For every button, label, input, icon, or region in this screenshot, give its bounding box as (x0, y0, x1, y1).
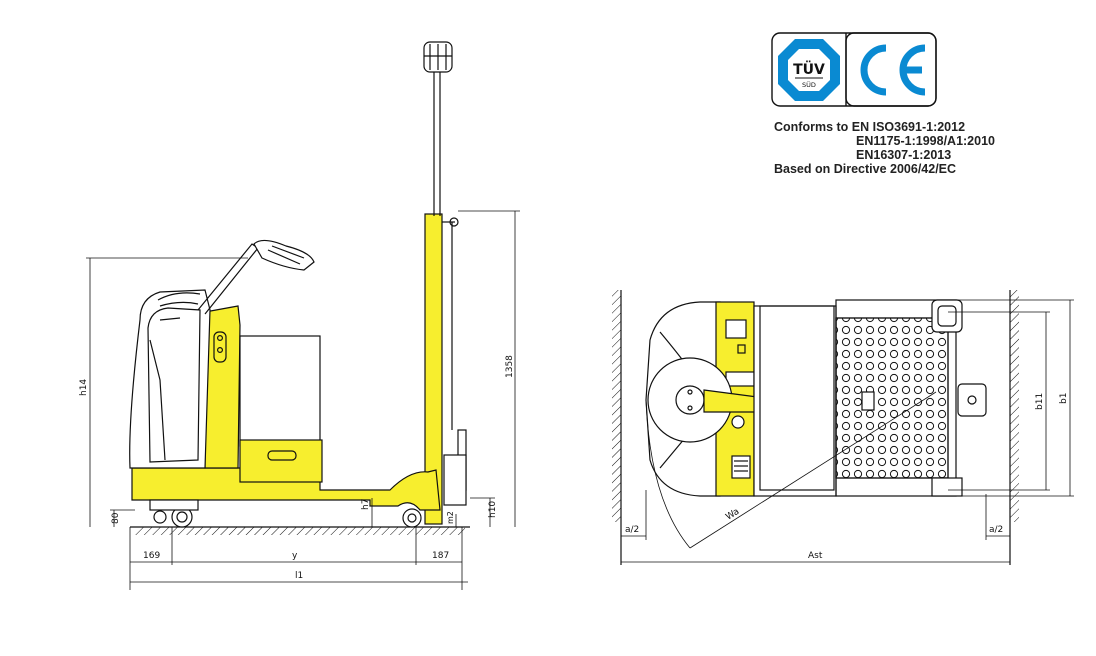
dim-h10: h10 (488, 501, 498, 518)
battery-box (239, 335, 321, 447)
ce-mark (860, 44, 887, 96)
conformity-line-2: EN1175-1:1998/A1:2010 (856, 134, 995, 148)
front-wheel (402, 508, 422, 528)
battery-top (753, 305, 837, 497)
dim-y: y (292, 551, 298, 561)
dim-h14: h14 (79, 379, 89, 396)
dim-ast: Ast (808, 551, 823, 561)
right-wall-hatch (1010, 290, 1019, 522)
dim-169: 169 (143, 551, 160, 561)
dim-a2-left: a/2 (625, 525, 639, 535)
conformity-line-1: Conforms to EN ISO3691-1:2012 (774, 120, 966, 134)
dim-b1: b1 (1059, 393, 1069, 404)
dim-a2-right: a/2 (989, 525, 1003, 535)
dim-b11: b11 (1035, 393, 1045, 410)
conformity-line-3: EN16307-1:2013 (856, 148, 952, 162)
left-wall-hatch (612, 290, 621, 522)
side-view (86, 41, 520, 590)
tiller-head (253, 239, 315, 271)
ground-hatch (135, 527, 465, 535)
battery-cover (239, 439, 323, 483)
tuv-text: TÜV (793, 60, 825, 78)
dim-l1: l1 (295, 571, 303, 581)
certification-badge: TÜV SÜD (771, 32, 937, 107)
chassis (131, 467, 441, 511)
dim-h7: h7 (361, 499, 371, 510)
platform-plate (835, 317, 949, 479)
sud-text: SÜD (802, 80, 816, 89)
conformity-line-4: Based on Directive 2006/42/EC (774, 162, 957, 176)
operator-body (204, 305, 241, 469)
dim-1358: 1358 (505, 355, 515, 378)
dim-187: 187 (432, 551, 449, 561)
dim-80: 80 (111, 512, 121, 524)
dim-wa: Wa (724, 507, 741, 523)
dim-m2: m2 (446, 511, 455, 524)
top-view (612, 290, 1074, 565)
